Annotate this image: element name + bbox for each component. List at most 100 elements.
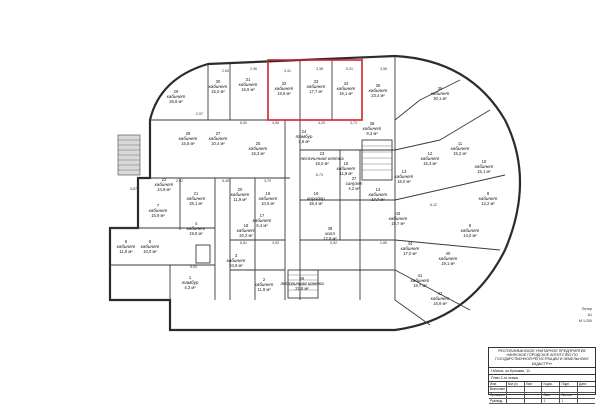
room-name: кабинет [149,208,168,213]
room-number: 12 [428,151,433,156]
sheet-label: Литер А1 М 1:200 [548,306,592,326]
room-number: 38 [328,226,333,231]
room-area: 12,8 м² [323,236,337,241]
title-block-cell: №док. [542,381,561,387]
room-area: 15,1 м² [477,169,491,174]
right-stair [361,139,393,181]
room-name: кабинет [337,86,356,91]
room-name: кабинет [389,216,408,221]
room-number: 40 [446,251,451,256]
dimension-label: 4,93 [272,241,279,245]
title-block-cell: Проверил [489,393,507,398]
center-stair-steps [288,274,318,291]
title-block-row: Выполнил [489,387,595,393]
room-area: 11,8 м² [119,249,133,254]
dimension-label: 2,96 [250,67,257,71]
room-area: 24,9 м² [229,263,243,268]
room-area: 17,7 м² [309,89,323,94]
room-number: 25 [256,141,261,146]
room-number: 29 [174,89,179,94]
title-block-cell [578,387,595,392]
room-area: 28,1 м² [189,201,203,206]
center-stair [287,269,319,299]
dimension-label: 2,89 [380,241,387,245]
room-area: 19,9 м² [277,91,291,96]
room-name: кабинет [231,192,250,197]
room-number: 21 [194,191,199,196]
room-number: 1 [189,275,192,280]
room-name: кабинет [363,126,382,131]
room-name: кабинет [475,164,494,169]
room-number: 24 [302,129,307,134]
dimension-label: 2,60 [222,69,229,73]
room-name: кабинет [411,278,430,283]
room-area: 20,2 м² [239,233,253,238]
room-area: 21,8 м² [295,286,309,291]
room-number: 31 [246,77,251,82]
dimension-label: 2,92 [176,179,183,183]
room-name: санузел [346,181,363,186]
room-area: 4,3 м² [184,285,196,290]
room-area: 19,1 м² [441,261,455,266]
room-name: кабинет [461,228,480,233]
room-area: 18,0 м² [315,161,329,166]
room-number: 41 [418,273,423,278]
title-block-cell: Листов [560,393,579,398]
room-name: кабинет [369,88,388,93]
room-number: 4 [195,221,198,226]
room-area: 16,1 м² [339,91,353,96]
title-block-cell [507,398,525,404]
room-area: 48,4 м² [309,201,323,206]
room-number: 36 [370,121,375,126]
room-area: 15,9 м² [151,213,165,218]
room-name: кабинет [209,136,228,141]
room-number: 22 [162,177,167,182]
title-block-cell: Лист [525,381,543,387]
room-name: кабинет [275,86,294,91]
room-area: 19,8 м² [189,231,203,236]
room-name: кабинет [255,282,274,287]
title-block-cell [507,387,525,392]
room-area: 6,4 м² [256,223,268,228]
room-number: 10 [482,159,487,164]
room-area: 13,2 м² [481,201,495,206]
room-number: 33 [314,79,319,84]
dimension-label: 3,73 [350,121,357,125]
room-name: кабинет [179,136,198,141]
title-block-org: РЕСПУБЛИКАНСКОЕ УНИТАРНОЕ ПРЕДПРИЯТИЕ «М… [489,348,595,368]
shaft [195,244,211,264]
highlighted-rooms [267,59,363,121]
dimension-label: 3,41 [284,69,291,73]
room-name: кабинет [209,84,228,89]
title-block: РЕСПУБЛИКАНСКОЕ УНИТАРНОЕ ПРЕДПРИЯТИЕ «М… [488,347,596,404]
room-name: кабинет [479,196,498,201]
dimension-label: 3,56 [380,67,387,71]
room-area: 3,6 м² [298,139,310,144]
room-area: 10,6 м² [261,201,275,206]
room-number: 26 [300,276,305,281]
dimension-label: 2,97 [196,112,203,116]
room-number: 16 [314,191,319,196]
room-number: 42 [438,291,443,296]
title-block-cell [578,393,595,398]
